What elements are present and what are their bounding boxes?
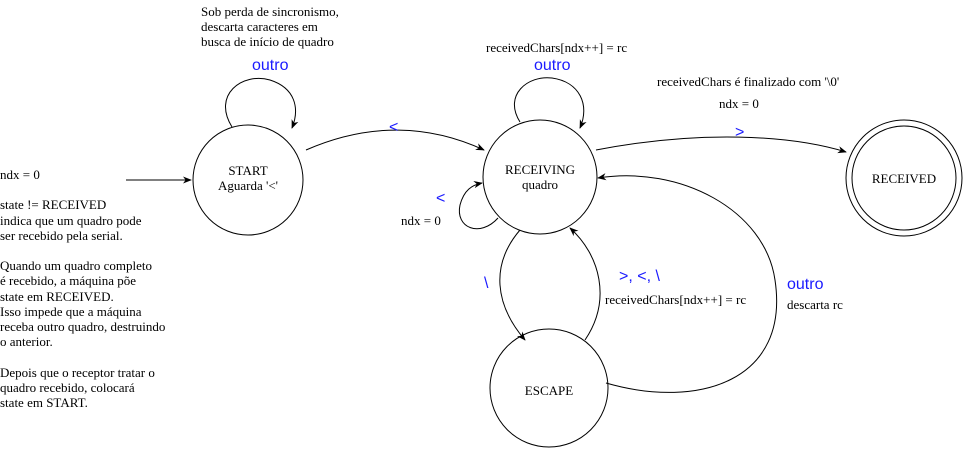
sync-note-line: busca de início de quadro — [201, 34, 334, 50]
initial-note: ndx = 0 state != RECEIVED indica que um … — [0, 167, 165, 410]
initial-note-line: ndx = 0 — [0, 167, 40, 182]
finalize-ndx-note: ndx = 0 — [719, 96, 759, 111]
state-start-sub: Aguarda '<' — [217, 178, 279, 193]
state-receiving-sub: quadro — [521, 177, 559, 192]
initial-note-line: o anterior. — [0, 334, 53, 350]
sync-note-line: descarta caracteres em — [201, 19, 318, 35]
initial-note-line: state != RECEIVED — [0, 197, 107, 213]
start-to-receiving-label: < — [389, 119, 399, 136]
initial-note-line: state em START. — [0, 395, 88, 411]
receiving-to-escape-arrow — [499, 229, 526, 341]
receiving-self-label: outro — [534, 57, 571, 74]
state-escape — [489, 328, 609, 448]
initial-note-line: Depois que o receptor tratar o — [0, 364, 155, 380]
state-received-name: RECEIVED — [871, 171, 937, 186]
initial-note-line: Quando um quadro completo — [0, 258, 152, 274]
start-self-loop — [225, 78, 299, 129]
state-escape-label: ESCAPE — [489, 383, 609, 398]
receiving-to-escape-label: \ — [484, 275, 489, 292]
escape-to-receiving-arrow — [569, 227, 601, 341]
start-self-label: outro — [252, 57, 289, 74]
sync-note-line: Sob perda de sincronismo, — [201, 4, 339, 19]
receiving-self-action: receivedChars[ndx++] = rc — [486, 40, 628, 55]
state-escape-name: ESCAPE — [524, 383, 574, 398]
escape-outro-arrow — [597, 173, 778, 393]
receiving-lt-self-label: < — [436, 190, 446, 207]
state-received — [845, 119, 963, 237]
initial-note-line: é recebido, a máquina põe — [0, 273, 137, 289]
receiving-to-received-arrow — [595, 136, 847, 154]
receiving-lt-self-loop — [458, 181, 499, 230]
initial-note-line: state em RECEIVED. — [0, 288, 114, 304]
escape-outro-label: outro — [787, 276, 824, 293]
initial-note-line: indica que um quadro pode — [0, 212, 142, 228]
state-start-name: START — [228, 163, 268, 178]
state-received-inner — [851, 125, 957, 231]
state-receiving — [482, 119, 598, 235]
escape-outro-action: descarta rc — [787, 297, 843, 312]
state-start — [192, 124, 304, 236]
receiving-lt-self-action: ndx = 0 — [401, 213, 441, 228]
escape-to-receiving-action: receivedChars[ndx++] = rc — [605, 292, 747, 307]
escape-to-receiving-label: >, <, \ — [619, 268, 660, 285]
state-start-label: START Aguarda '<' — [188, 163, 308, 193]
initial-note-line: ser recebido pela serial. — [0, 227, 123, 243]
initial-note-line: quadro recebido, colocará — [0, 379, 135, 395]
state-received-label: RECEIVED — [844, 171, 964, 186]
state-receiving-name: RECEIVING — [504, 162, 576, 177]
receiving-to-received-label: > — [735, 124, 745, 141]
sync-note: Sob perda de sincronismo, descarta carac… — [201, 4, 339, 50]
receiving-self-loop — [513, 77, 587, 129]
initial-note-line: receba outro quadro, destruindo — [0, 319, 166, 335]
initial-note-line: Isso impede que a máquina — [0, 303, 142, 319]
start-to-receiving-arrow — [305, 129, 485, 151]
state-receiving-label: RECEIVING quadro — [480, 162, 600, 192]
finalize-note: receivedChars é finalizado com '\0' — [657, 74, 840, 89]
